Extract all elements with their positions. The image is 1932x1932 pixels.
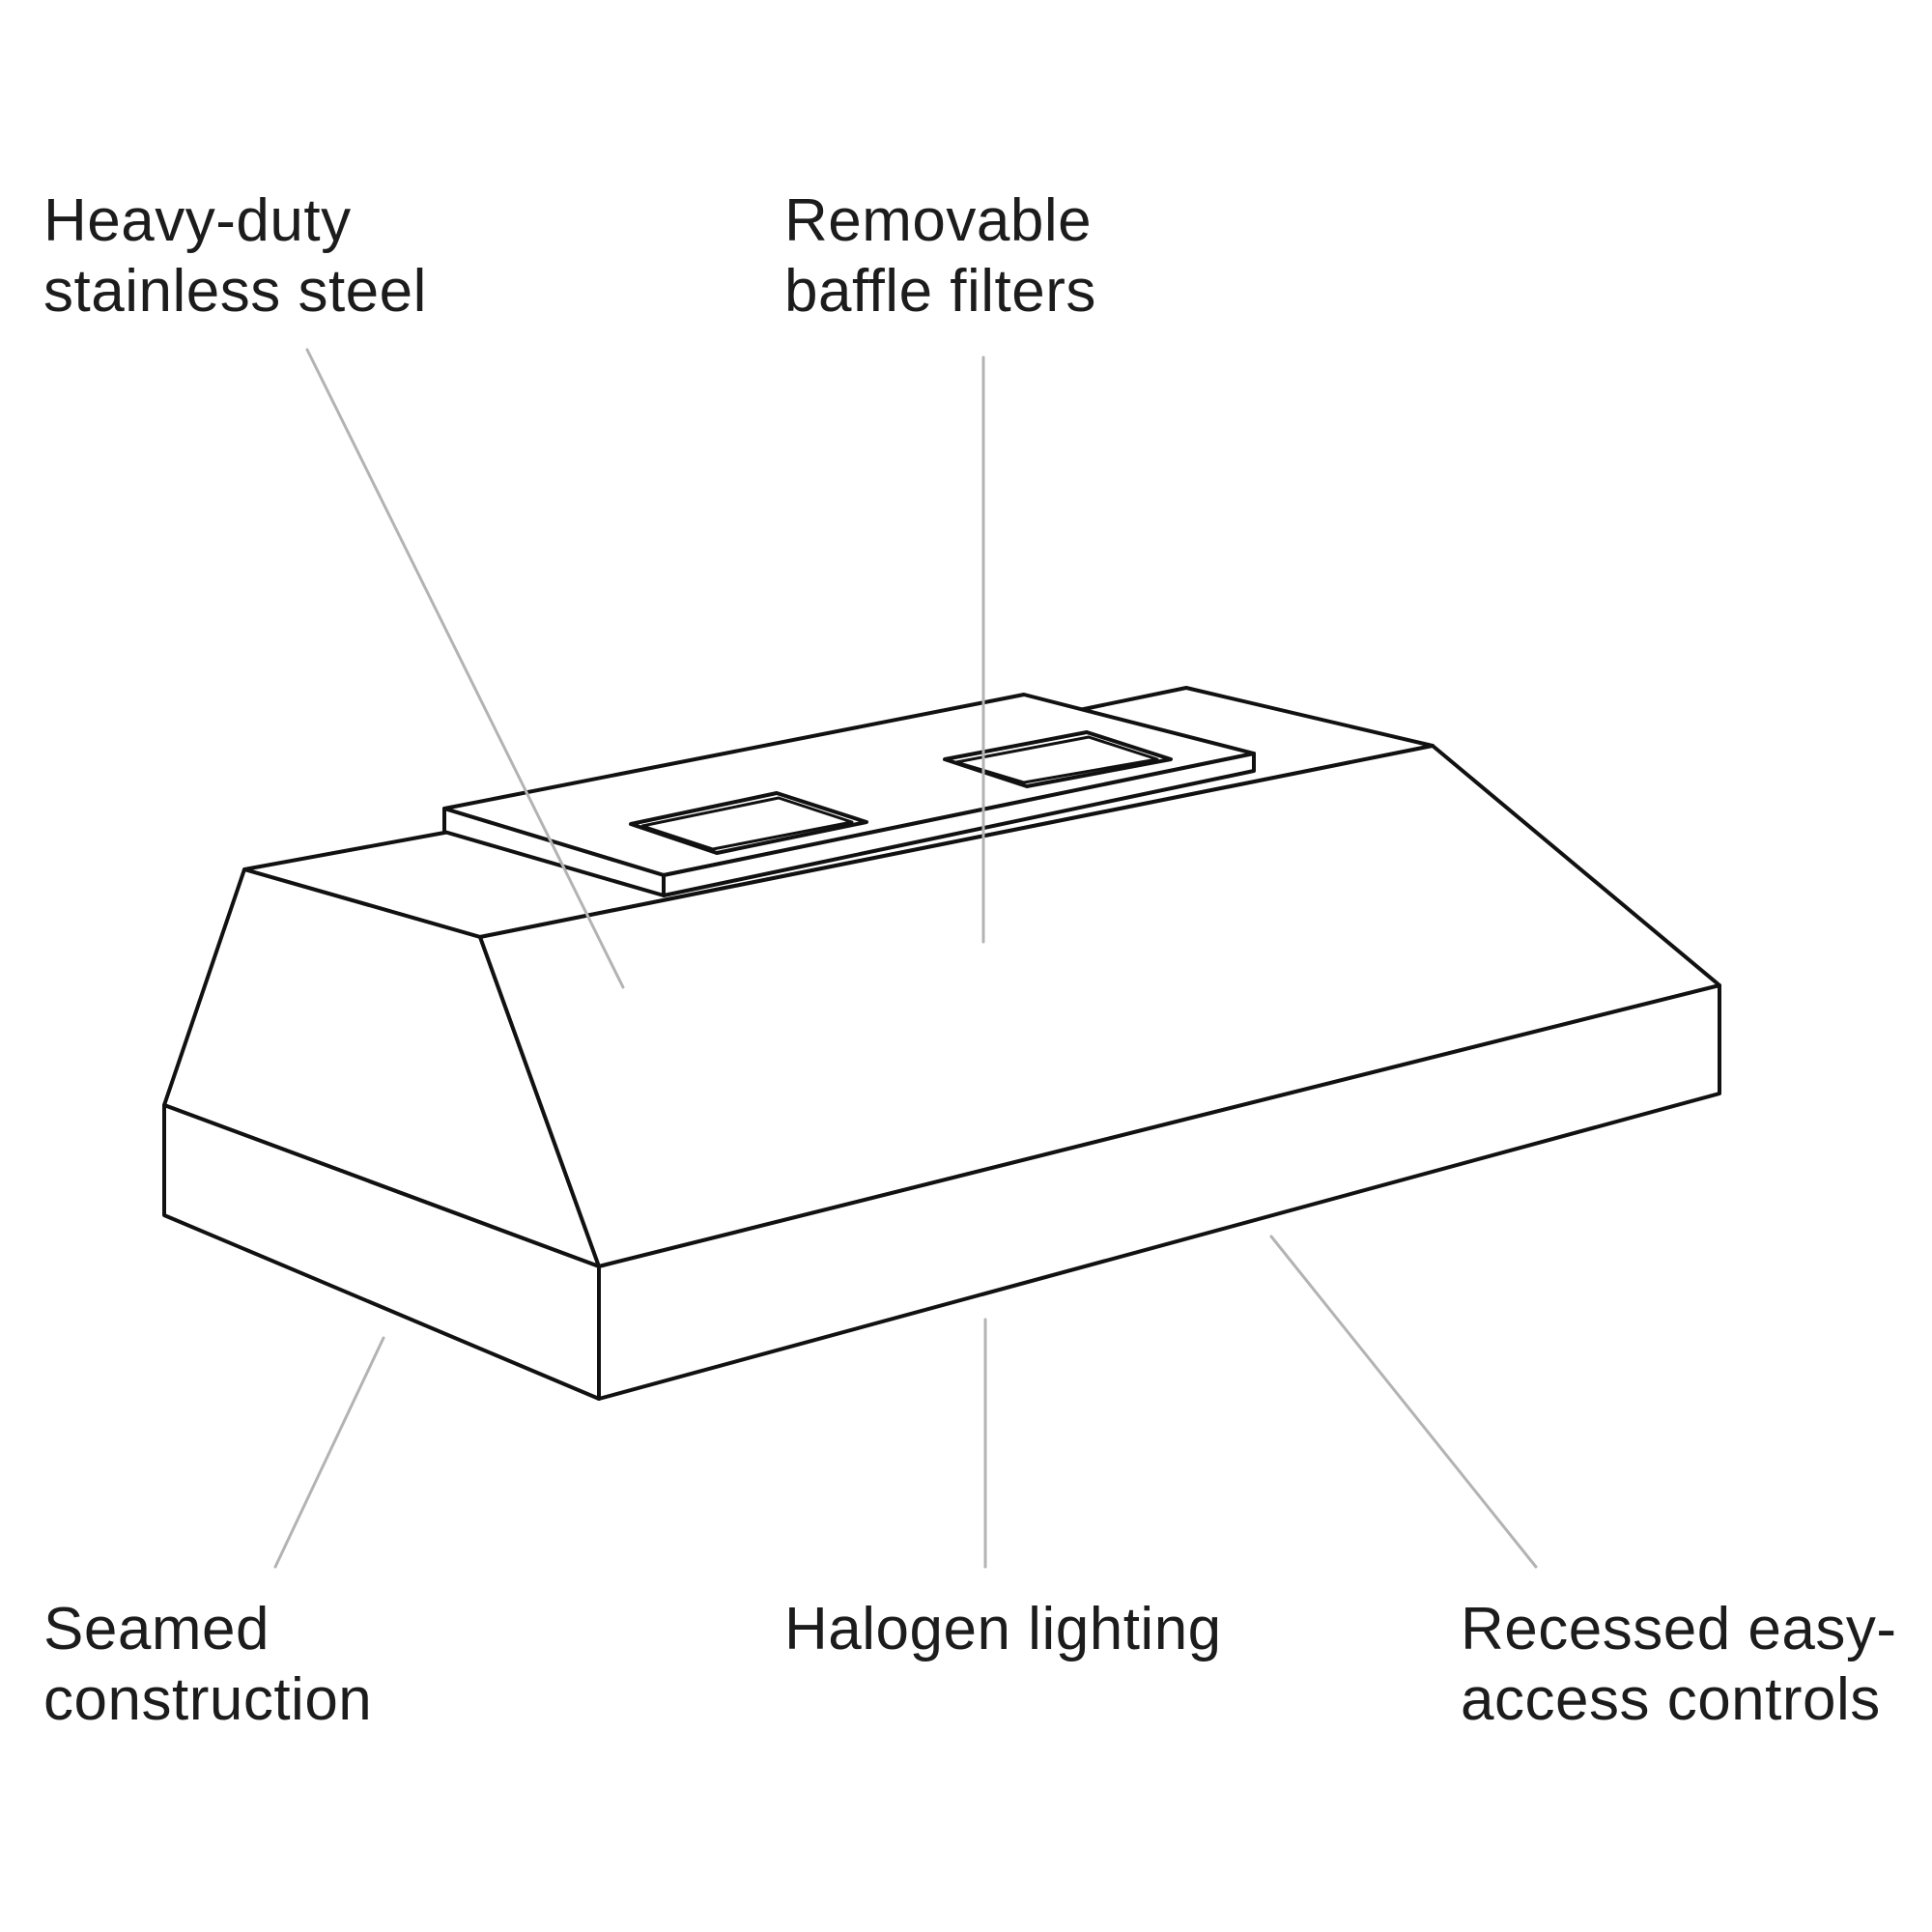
callout-seamed-construction-line2: construction (43, 1666, 373, 1733)
filter-plate-right-edge (662, 752, 1256, 897)
callout-recessed-controls-line2: access controls (1461, 1666, 1881, 1733)
callout-seamed-construction: Seamed construction (43, 1594, 372, 1735)
baffle-filter-2-inner (954, 735, 1159, 784)
leader-line-seamed (273, 1336, 385, 1569)
callout-baffle-filters-line1: Removable (784, 187, 1093, 254)
callout-recessed-controls-line1: Recessed easy- (1461, 1596, 1897, 1662)
baffle-filter-1-inner (640, 796, 854, 851)
callout-stainless-steel-line2: stainless steel (43, 258, 427, 325)
leader-line-controls (1269, 1235, 1538, 1569)
hood-front-skirt (597, 983, 1721, 1401)
callout-halogen-lighting: Halogen lighting (784, 1594, 1222, 1664)
callout-recessed-controls: Recessed easy- access controls (1461, 1594, 1897, 1735)
callout-seamed-construction-line1: Seamed (43, 1596, 270, 1662)
callout-halogen-lighting-line1: Halogen lighting (784, 1596, 1222, 1662)
callout-stainless-steel: Heavy-duty stainless steel (43, 185, 427, 327)
callout-baffle-filters-line2: baffle filters (784, 258, 1096, 325)
leader-line-steel (305, 348, 625, 989)
callout-baffle-filters: Removable baffle filters (784, 185, 1096, 327)
callout-stainless-steel-line1: Heavy-duty (43, 187, 352, 254)
